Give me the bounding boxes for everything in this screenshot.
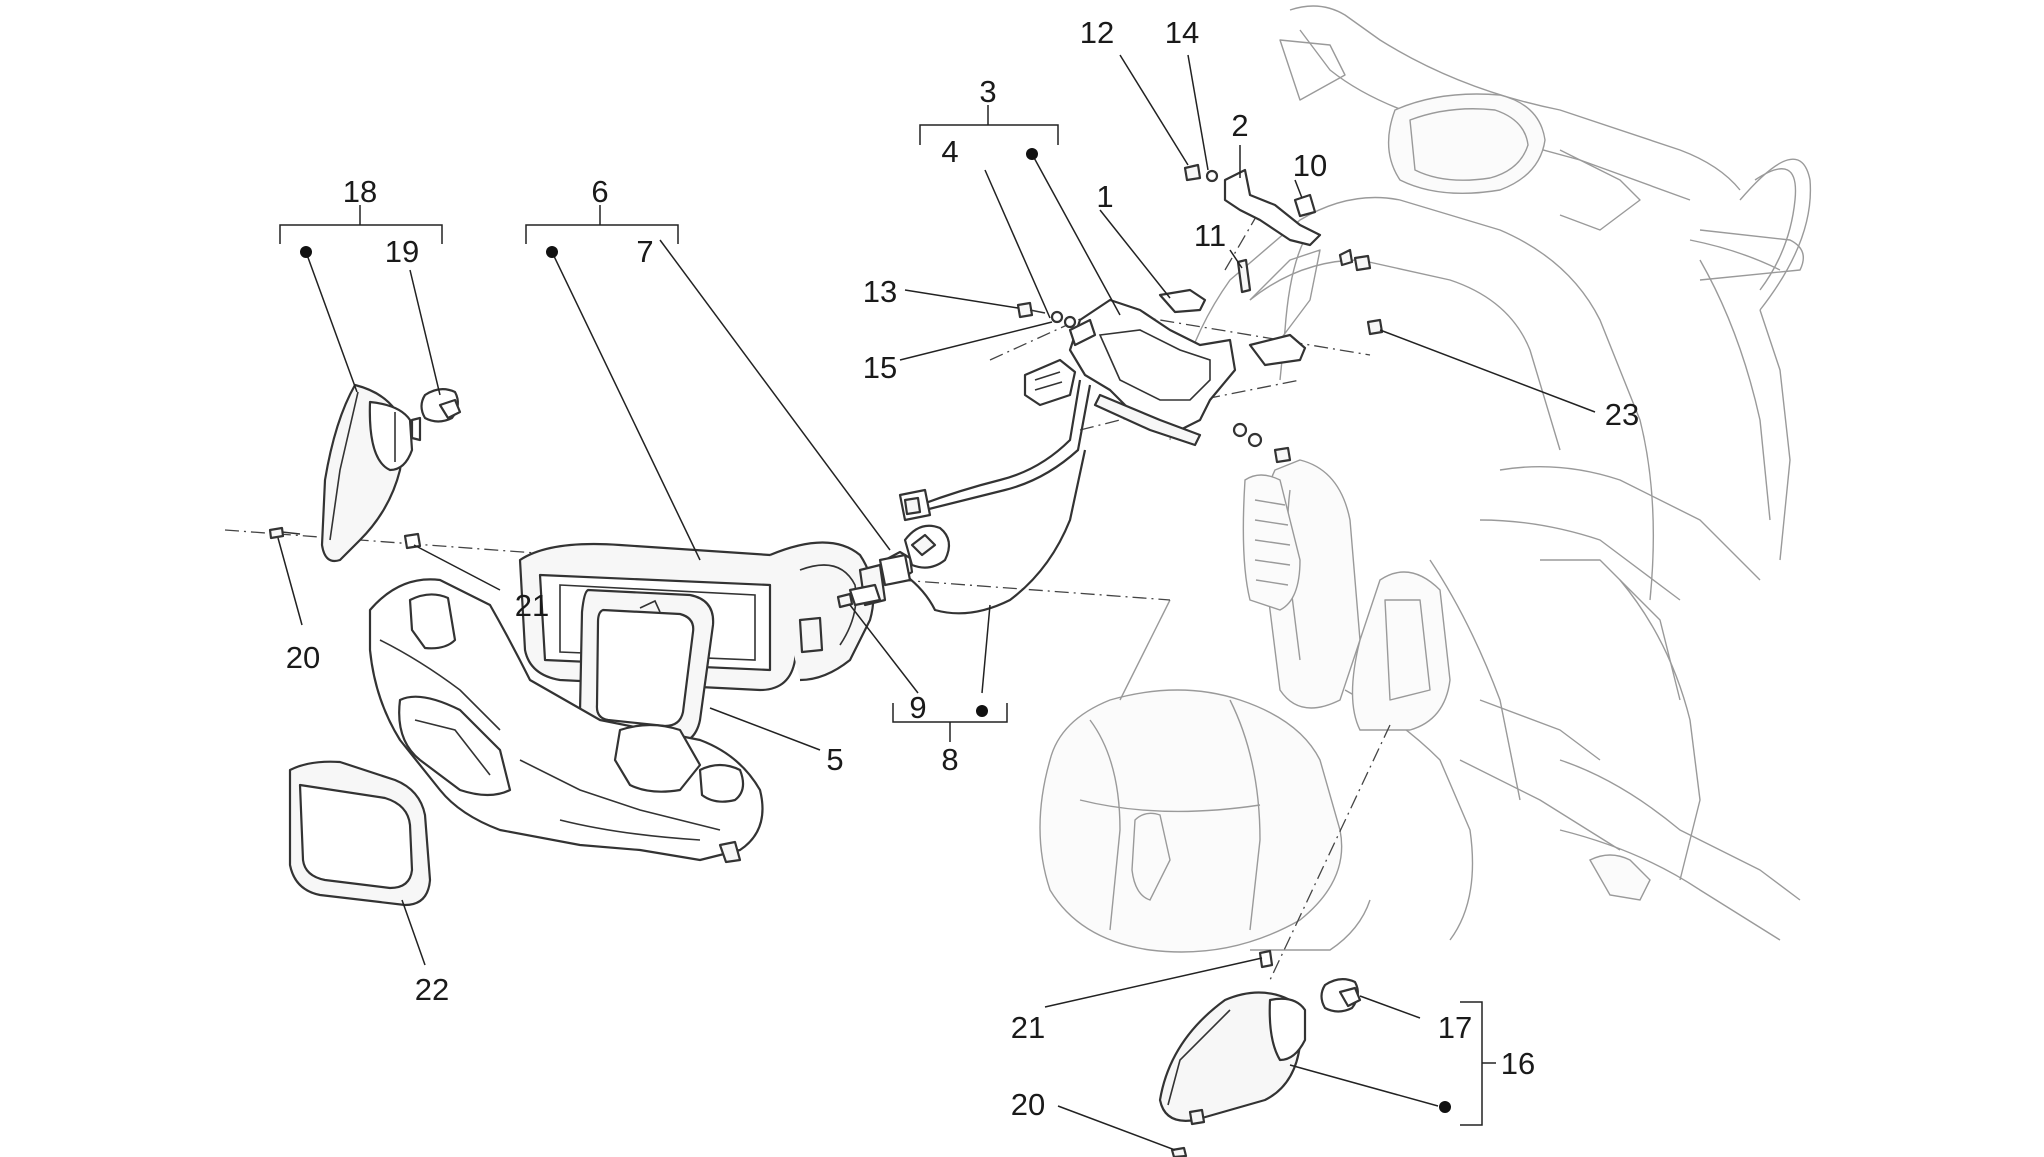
part-turn-signal-right [1158, 949, 1362, 1157]
label-8: 8 [941, 742, 958, 777]
leader-lines [277, 54, 1596, 1151]
label-12: 12 [1080, 15, 1114, 50]
callout-dots [300, 148, 1451, 1113]
label-1: 1 [1096, 179, 1113, 214]
scooter-body [1039, 5, 1812, 953]
part-wiring-harness [836, 358, 1092, 615]
label-13: 13 [863, 274, 897, 309]
label-16: 16 [1501, 1046, 1535, 1081]
label-2: 2 [1231, 108, 1248, 143]
label-5: 5 [826, 742, 843, 777]
label-10: 10 [1293, 148, 1327, 183]
label-4: 4 [941, 134, 958, 169]
label-21-left: 21 [515, 588, 549, 623]
label-11: 11 [1194, 218, 1226, 253]
label-19: 19 [385, 234, 419, 269]
label-23: 23 [1605, 397, 1639, 432]
label-21-right: 21 [1011, 1010, 1045, 1045]
label-7: 7 [636, 234, 653, 269]
label-14: 14 [1165, 15, 1199, 50]
label-3: 3 [979, 74, 996, 109]
part-headset-cover [368, 578, 764, 864]
part-turn-signal-left [268, 383, 462, 563]
label-18: 18 [343, 174, 377, 209]
part-number-labels: 18 19 6 7 3 4 1 13 15 12 14 2 10 11 23 2… [286, 15, 1639, 1122]
label-6: 6 [591, 174, 608, 209]
part-headlamp-rim [578, 588, 715, 747]
part-rim-22 [288, 760, 432, 907]
part-horn-bracket [1183, 163, 1384, 367]
label-17: 17 [1438, 1010, 1472, 1045]
label-20-left: 20 [286, 640, 320, 675]
label-20-right: 20 [1011, 1087, 1045, 1122]
label-9: 9 [909, 690, 926, 725]
label-22: 22 [415, 972, 449, 1007]
label-15: 15 [863, 350, 897, 385]
part-headlamp-bracket [1016, 288, 1292, 464]
